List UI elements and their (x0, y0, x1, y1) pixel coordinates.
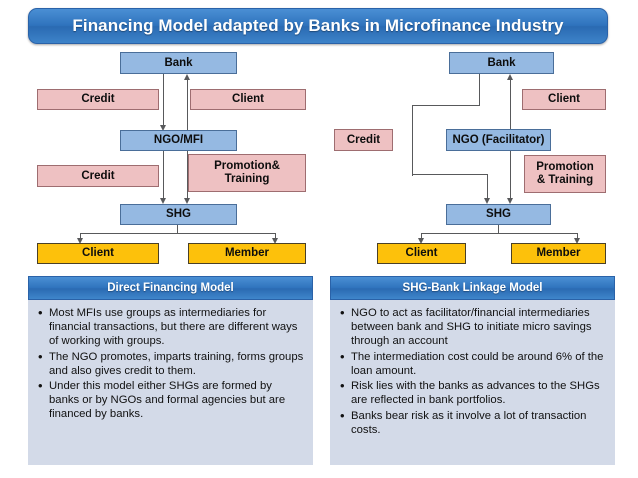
left-fork-right-arrow (272, 238, 279, 244)
list-item: The NGO promotes, imparts training, form… (38, 349, 305, 378)
list-item: Risk lies with the banks as advances to … (340, 378, 607, 407)
left-node-client-bottom: Client (37, 243, 159, 264)
right-connector-shg-to-bank-arrow (506, 74, 513, 80)
right-node-promotion-training: Promotion & Training (524, 155, 606, 193)
left-connector-ngo-to-shg-arrow (159, 198, 166, 204)
left-connector-bank-to-ngo-line (163, 74, 165, 129)
right-route-seg-right (412, 174, 488, 176)
right-fork-right-arrow (574, 238, 581, 244)
panel-shg-bank-linkage-bullets: NGO to act as facilitator/financial inte… (336, 305, 607, 437)
left-node-credit-mid: Credit (37, 165, 159, 187)
right-fork-stem (498, 225, 500, 234)
right-fork-left-arrow (418, 238, 425, 244)
page-title: Financing Model adapted by Banks in Micr… (28, 8, 608, 44)
right-node-client-top: Client (522, 89, 606, 110)
right-fork-right-drop (577, 233, 579, 241)
left-fork-bar (80, 233, 276, 235)
left-connector-ngo-to-shg-line-2 (187, 151, 189, 202)
list-item: Under this model either SHGs are formed … (38, 378, 305, 421)
left-node-shg: SHG (120, 204, 237, 225)
left-node-member-bottom: Member (188, 243, 306, 264)
list-item: Banks bear risk as it involve a lot of t… (340, 408, 607, 437)
left-connector-ngo-to-shg-arrow-2 (183, 198, 190, 204)
panel-direct-financing-title: Direct Financing Model (107, 282, 234, 294)
left-fork-right-drop (275, 233, 277, 241)
left-connector-ngo-to-bank-arrow (183, 74, 190, 80)
panel-shg-bank-linkage: SHG-Bank Linkage Model NGO to act as fac… (330, 276, 615, 465)
left-promotion-line-2: Training (224, 173, 270, 185)
left-promotion-line-1: Promotion& (214, 160, 280, 173)
left-connector-ngo-to-bank-line (187, 78, 189, 131)
left-node-client-top: Client (190, 89, 306, 110)
left-fork-left-arrow (77, 238, 84, 244)
panel-shg-bank-linkage-body: NGO to act as facilitator/financial inte… (330, 300, 615, 465)
panel-direct-financing-body: Most MFIs use groups as intermediaries f… (28, 300, 313, 465)
list-item: NGO to act as facilitator/financial inte… (340, 305, 607, 348)
right-route-seg-down-2 (412, 104, 414, 176)
right-node-credit-mid: Credit (334, 129, 393, 151)
panel-shg-bank-linkage-header: SHG-Bank Linkage Model (330, 276, 615, 300)
left-fork-stem (177, 225, 179, 234)
list-item: The intermediation cost could be around … (340, 349, 607, 378)
right-fork-bar (421, 233, 578, 235)
list-item: Most MFIs use groups as intermediaries f… (38, 305, 305, 348)
right-promotion-line-2: & Training (536, 174, 594, 186)
right-connector-down-into-shg-arrow (506, 198, 513, 204)
right-node-shg: SHG (446, 204, 551, 225)
panel-direct-financing: Direct Financing Model Most MFIs use gro… (28, 276, 313, 465)
left-node-bank: Bank (120, 52, 237, 74)
right-route-seg-left (412, 104, 480, 106)
left-node-promotion-training: Promotion& Training (188, 154, 306, 192)
left-connector-ngo-to-shg-line (163, 151, 165, 202)
panel-direct-financing-header: Direct Financing Model (28, 276, 313, 300)
page-title-text: Financing Model adapted by Banks in Micr… (72, 16, 564, 35)
left-connector-bank-to-ngo-arrow (159, 125, 166, 131)
left-node-ngo: NGO/MFI (120, 130, 237, 151)
right-route-arrow-to-shg (483, 198, 490, 204)
right-route-seg-down-3 (487, 174, 489, 202)
left-fork-left-drop (80, 233, 82, 241)
right-route-seg-down-1 (479, 74, 481, 106)
right-node-bank: Bank (449, 52, 554, 74)
right-node-client-bottom: Client (377, 243, 466, 264)
panel-direct-financing-bullets: Most MFIs use groups as intermediaries f… (34, 305, 305, 421)
panel-shg-bank-linkage-title: SHG-Bank Linkage Model (402, 282, 543, 294)
left-node-credit-top: Credit (37, 89, 159, 110)
right-promotion-line-1: Promotion (536, 161, 594, 174)
right-node-ngo: NGO (Facilitator) (446, 129, 551, 151)
right-node-member-bottom: Member (511, 243, 606, 264)
right-fork-left-drop (421, 233, 423, 241)
